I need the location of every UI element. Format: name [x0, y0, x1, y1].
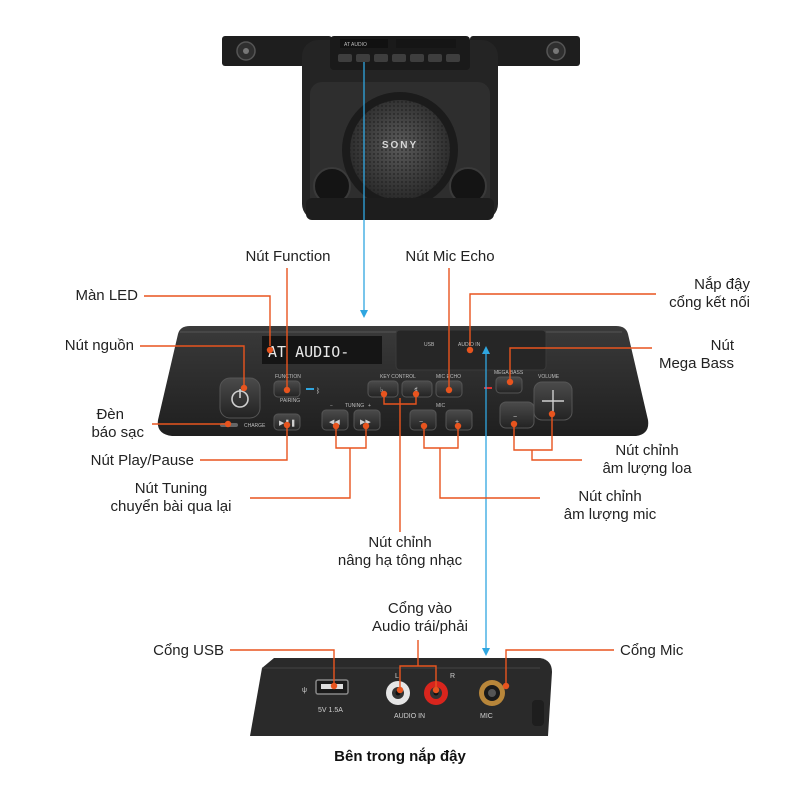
speaker-volume-down-button[interactable] — [499, 401, 535, 429]
label-key-control-line2: nâng hạ tông nhạc — [337, 552, 463, 569]
svg-text:−: − — [513, 414, 517, 421]
svg-text:+: + — [368, 403, 371, 409]
svg-text:▶▶: ▶▶ — [360, 419, 371, 426]
label-charge-led-line1: Đèn — [96, 406, 124, 423]
label-tuning-line2: chuyển bài qua lại — [110, 498, 232, 515]
label-mic-echo-button: Nút Mic Echo — [405, 248, 495, 265]
tuning-next-button[interactable] — [353, 409, 381, 431]
mic-volume-down-button[interactable] — [409, 409, 437, 431]
label-speaker-volume-line2: âm lượng loa — [602, 460, 692, 477]
label-charge-led-line2: báo sạc — [91, 424, 144, 441]
label-audio-in-line1: Cổng vào — [387, 600, 453, 617]
svg-text:MIC: MIC — [480, 713, 493, 720]
svg-text:ᛒ: ᛒ — [316, 387, 320, 395]
label-usb-port: Cổng USB — [153, 642, 224, 659]
label-speaker-volume-line1: Nút chỉnh — [615, 442, 679, 459]
svg-text:FUNCTION: FUNCTION — [275, 374, 301, 380]
tuning-prev-button[interactable] — [321, 409, 349, 431]
label-led-display: Màn LED — [75, 287, 138, 304]
svg-text:VOLUME: VOLUME — [538, 374, 560, 380]
svg-text:ψ: ψ — [302, 687, 307, 694]
callout-dots — [224, 346, 556, 694]
label-cover-line1: Nắp đậy — [694, 276, 750, 293]
svg-text:PAIRING: PAIRING — [280, 398, 300, 404]
label-mic-port: Cổng Mic — [620, 642, 684, 659]
svg-text:TUNING: TUNING — [345, 403, 364, 409]
svg-text:◀◀: ◀◀ — [329, 419, 340, 426]
control-panel: AT AUDIO- USB AUDIO IN CHARGE FUNCTION P… — [157, 326, 649, 436]
svg-text:R: R — [450, 673, 455, 680]
svg-text:AT AUDIO: AT AUDIO — [344, 42, 367, 48]
svg-text:−: − — [330, 403, 333, 409]
label-tuning-line1: Nút Tuning — [134, 480, 208, 497]
svg-text:L: L — [395, 673, 399, 680]
svg-text:−: − — [419, 419, 423, 426]
svg-text:KEY CONTROL: KEY CONTROL — [380, 374, 416, 380]
label-mic-volume-line2: âm lượng mic — [563, 506, 657, 523]
mic-volume-up-button[interactable] — [445, 409, 473, 431]
svg-text:♭: ♭ — [380, 386, 383, 394]
led-display-text: AT AUDIO- — [268, 343, 349, 361]
caption: Bên trong nắp đậy — [334, 748, 466, 765]
label-cover-line2: cổng kết nối — [669, 294, 750, 311]
label-play-pause-button: Nút Play/Pause — [90, 452, 194, 469]
label-power-button: Nút nguồn — [64, 337, 134, 354]
svg-text:AUDIO IN: AUDIO IN — [394, 713, 425, 720]
link-arrows — [360, 62, 490, 656]
svg-text:MIC: MIC — [436, 403, 446, 409]
label-key-control-line1: Nút chỉnh — [368, 534, 432, 551]
svg-text:♯: ♯ — [414, 387, 418, 394]
svg-text:+: + — [455, 419, 459, 426]
label-mic-volume-line1: Nút chỉnh — [578, 488, 642, 505]
svg-text:MEGA BASS: MEGA BASS — [494, 370, 524, 376]
brand-logo: SONY — [382, 140, 418, 151]
label-function-button: Nút Function — [245, 248, 331, 265]
svg-text:CHARGE: CHARGE — [244, 423, 266, 429]
label-mega-bass-line2: Mega Bass — [658, 355, 734, 372]
label-audio-in-line2: Audio trái/phải — [372, 618, 468, 635]
svg-text:USB: USB — [424, 342, 435, 348]
speaker-overview: AT AUDIO SONY — [222, 36, 580, 220]
callout-lines — [140, 268, 656, 688]
label-mega-bass-line1: Nút — [710, 337, 734, 354]
svg-text:5V 1.5A: 5V 1.5A — [318, 707, 343, 714]
